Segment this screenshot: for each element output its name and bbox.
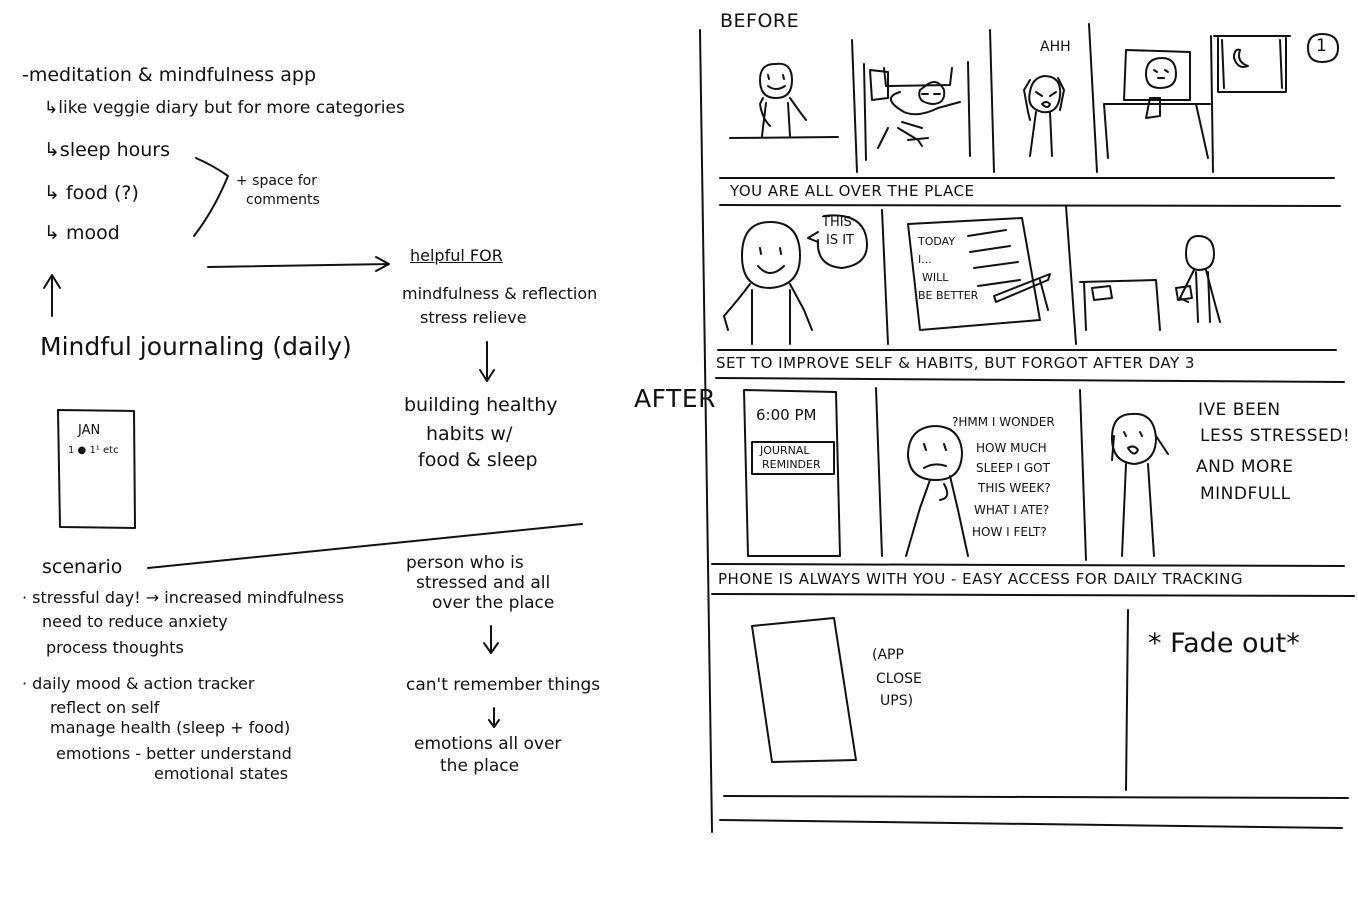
notebook bbox=[907, 217, 1051, 331]
row4-panel-borders bbox=[719, 609, 1349, 829]
thought-text: SLEEP I GOT bbox=[976, 461, 1050, 475]
category-mood: ↳ mood bbox=[44, 222, 120, 244]
app-closeup-phone bbox=[751, 617, 857, 763]
speech-bubble bbox=[807, 214, 868, 269]
comments-note: + space for bbox=[236, 173, 317, 189]
row3-panel-borders bbox=[711, 387, 1355, 597]
scenario-line: need to reduce anxiety bbox=[42, 612, 228, 631]
speech-text: IS IT bbox=[826, 233, 854, 248]
main-divider bbox=[699, 29, 713, 833]
phone-month: JAN bbox=[78, 423, 101, 438]
down-arrow-remember bbox=[483, 625, 499, 654]
relieved-figure bbox=[1111, 412, 1169, 557]
row2-caption: SET TO IMPROVE SELF & HABITS, BUT FORGOT… bbox=[716, 354, 1195, 372]
bed-scene bbox=[863, 61, 971, 161]
row1-caption: YOU ARE ALL OVER THE PLACE bbox=[730, 182, 975, 200]
bed-head bbox=[918, 81, 946, 105]
reminder-text: JOURNAL bbox=[760, 444, 810, 457]
helpful-item: mindfulness & reflection bbox=[402, 284, 598, 303]
helpful-heading: helpful FOR bbox=[410, 246, 503, 265]
scenario-bullet: · stressful day! → increased mindfulness bbox=[22, 588, 345, 607]
scenario-line: reflect on self bbox=[50, 698, 160, 717]
down-arrow-habits bbox=[479, 341, 495, 382]
scenario-heading: scenario bbox=[42, 556, 123, 578]
category-brace bbox=[193, 157, 229, 237]
persona-text: the place bbox=[440, 756, 520, 776]
relief-text: MINDFULL bbox=[1200, 484, 1291, 504]
notebook-text: BE BETTER bbox=[918, 289, 979, 302]
scenario-line: emotional states bbox=[154, 764, 289, 783]
thought-text: THIS WEEK? bbox=[978, 481, 1051, 495]
persona-text: stressed and all bbox=[416, 573, 551, 593]
notebook-text: I... bbox=[918, 253, 932, 266]
stick-figure-1 bbox=[729, 62, 839, 139]
fade-out-text: * Fade out* bbox=[1148, 628, 1300, 659]
app-note: CLOSE bbox=[876, 671, 922, 687]
relief-text: IVE BEEN bbox=[1198, 400, 1281, 420]
exclamation: AHH bbox=[1040, 39, 1071, 55]
helpful-result: building healthy bbox=[404, 394, 558, 416]
thought-text: ?HMM I WONDER bbox=[952, 415, 1055, 429]
after-label: AFTER bbox=[634, 384, 716, 413]
arrow-to-helpful bbox=[207, 256, 390, 272]
helpful-item: stress relieve bbox=[420, 308, 527, 327]
app-subtitle: ↳like veggie diary but for more categori… bbox=[44, 98, 405, 118]
thought-text: WHAT I ATE? bbox=[974, 503, 1050, 517]
persona-text: emotions all over bbox=[414, 734, 562, 754]
scenario-bullet: · daily mood & action tracker bbox=[22, 674, 255, 693]
helpful-result: food & sleep bbox=[418, 449, 538, 471]
reminder-box bbox=[751, 441, 835, 475]
main-idea: Mindful journaling (daily) bbox=[40, 332, 352, 361]
thinking-figure bbox=[905, 425, 969, 557]
app-title: -meditation & mindfulness app bbox=[22, 64, 317, 86]
relief-text: AND MORE bbox=[1196, 457, 1294, 477]
app-note: UPS) bbox=[880, 693, 914, 709]
phone-sketch bbox=[57, 409, 136, 529]
row2-panel-borders bbox=[715, 205, 1345, 383]
helpful-result: habits w/ bbox=[426, 423, 513, 445]
row1-panel-borders bbox=[719, 23, 1341, 207]
row3-caption: PHONE IS ALWAYS WITH YOU - EASY ACCESS F… bbox=[718, 570, 1244, 588]
smiling-figure bbox=[723, 221, 813, 345]
persona-text: over the place bbox=[432, 593, 555, 613]
notebook-text: WILL bbox=[922, 271, 949, 284]
thought-text: HOW I FELT? bbox=[972, 525, 1047, 539]
app-note: (APP bbox=[872, 647, 904, 663]
scenario-divider bbox=[147, 523, 583, 569]
page-number-circle bbox=[1307, 33, 1339, 63]
notebook-text: TODAY bbox=[918, 235, 956, 248]
thought-text: HOW MUCH bbox=[976, 441, 1047, 455]
reminder-time: 6:00 PM bbox=[756, 406, 817, 424]
down-arrow-emotions bbox=[488, 707, 500, 728]
scenario-line: manage health (sleep + food) bbox=[50, 718, 291, 737]
desk-figure bbox=[1079, 235, 1221, 331]
relief-text: LESS STRESSED! bbox=[1200, 426, 1351, 446]
persona-text: person who is bbox=[406, 553, 524, 573]
screaming-figure bbox=[1023, 75, 1065, 157]
comments-note-line2: comments bbox=[246, 192, 320, 208]
persona-text: can't remember things bbox=[406, 675, 601, 695]
phone-dates: 1 ● 1¹ etc bbox=[68, 445, 119, 456]
speech-text: THIS bbox=[822, 215, 852, 230]
category-sleep: ↳sleep hours bbox=[44, 139, 170, 161]
scenario-line: process thoughts bbox=[46, 638, 184, 657]
window-figure bbox=[1103, 49, 1211, 159]
up-arrow bbox=[43, 274, 61, 317]
reminder-text: REMINDER bbox=[762, 458, 821, 471]
night-window bbox=[1213, 35, 1291, 93]
page-number: 1 bbox=[1316, 36, 1327, 56]
scenario-line: emotions - better understand bbox=[56, 744, 292, 763]
category-food: ↳ food (?) bbox=[44, 182, 139, 204]
reminder-phone bbox=[743, 389, 841, 557]
before-label: BEFORE bbox=[720, 10, 800, 32]
